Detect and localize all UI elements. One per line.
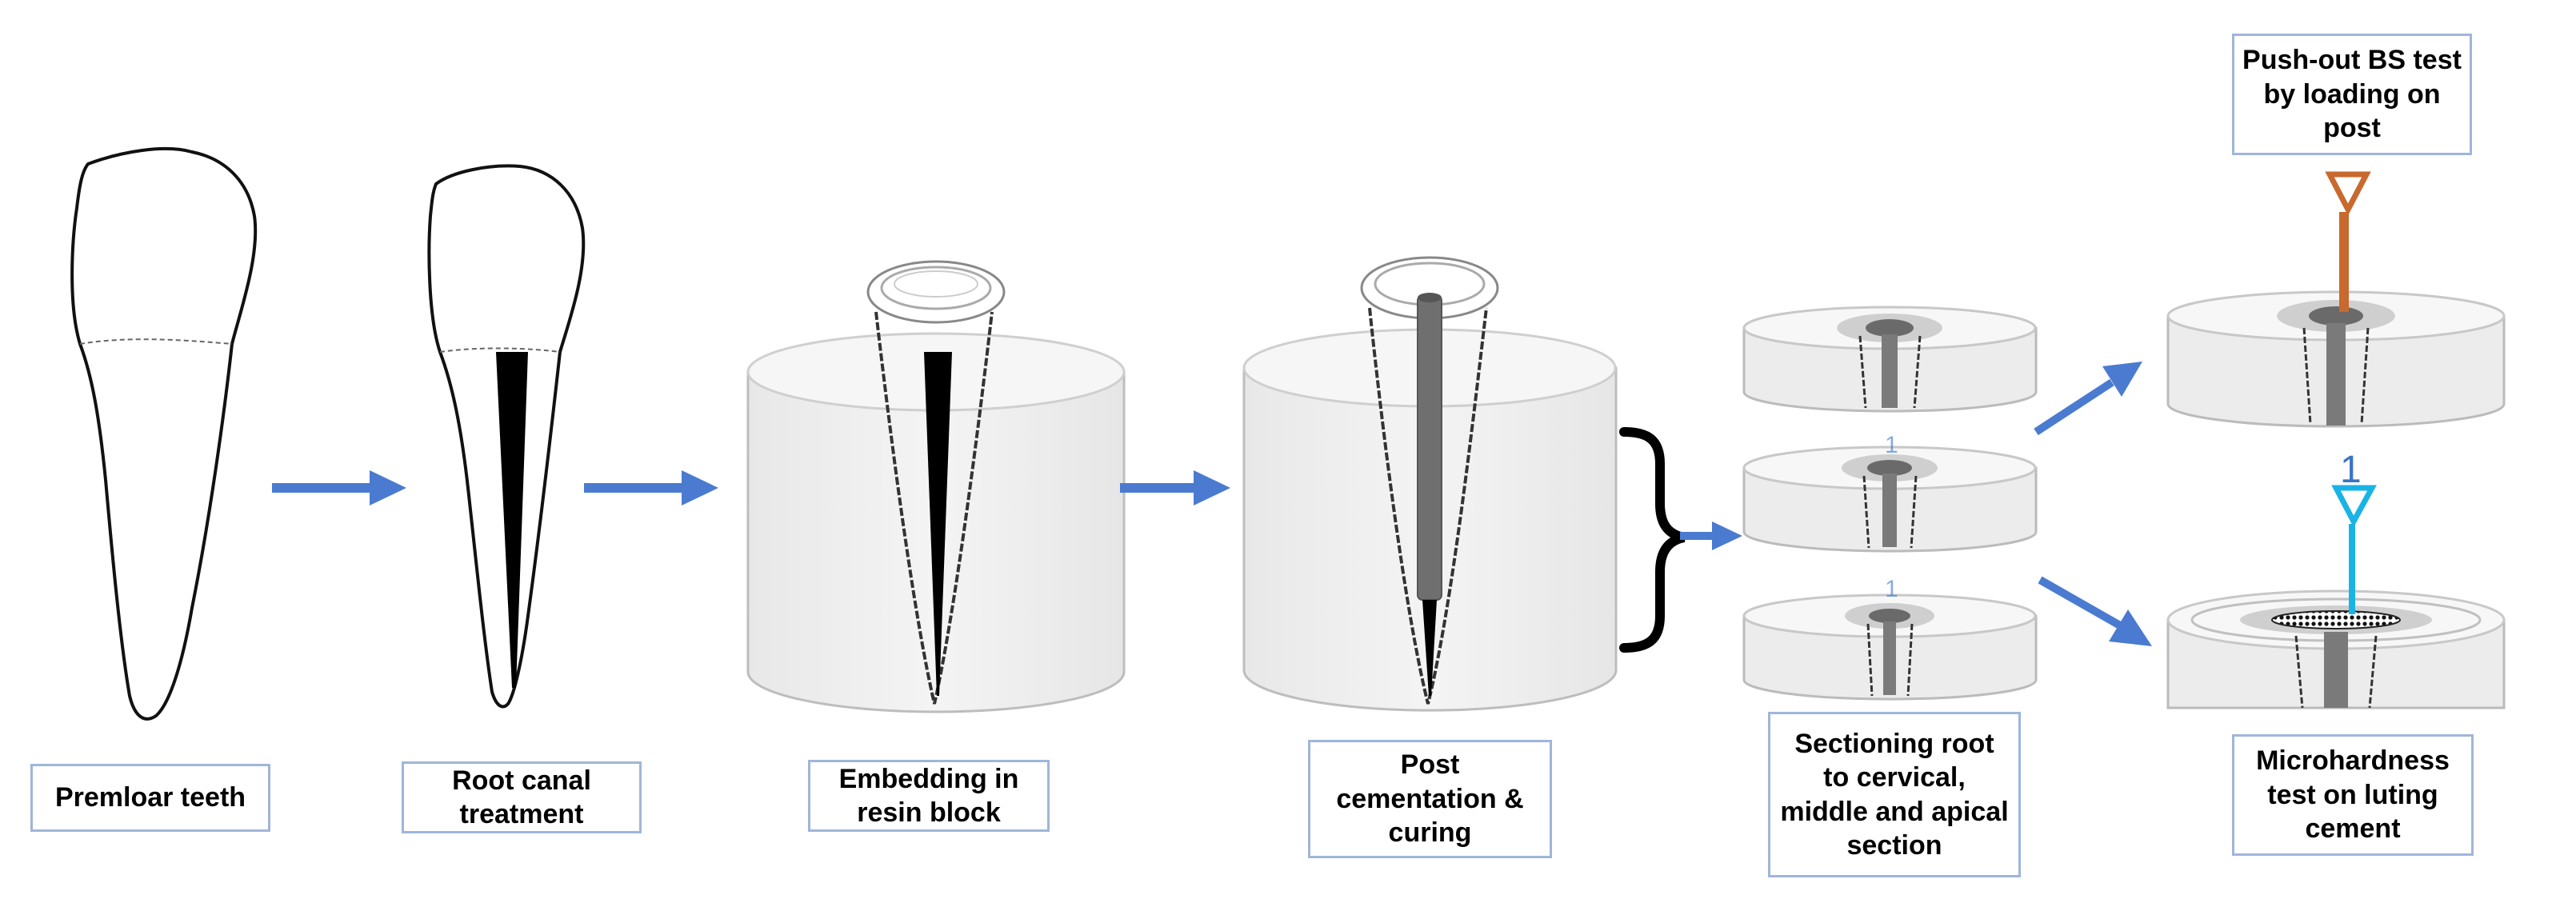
label-microhardness-test: Microhardness test on luting cement	[2232, 734, 2474, 856]
arrow-right-icon	[1120, 470, 1230, 505]
section-disc-middle-icon	[1742, 446, 2038, 553]
root-canal-tooth-icon	[427, 164, 586, 709]
post-cemented-block-icon	[1242, 256, 1618, 712]
arrow-right-icon	[1680, 521, 1742, 550]
arrow-down-right-icon	[2038, 576, 2152, 646]
resin-block-icon	[746, 260, 1126, 713]
indenter-marker-faint: 1	[1885, 576, 1898, 602]
indenter-marker: 1	[2340, 449, 2362, 491]
premolar-tooth-icon	[70, 147, 258, 721]
push-out-disc-icon	[2166, 290, 2506, 428]
arrow-up-right-icon	[2034, 362, 2142, 436]
push-out-indenter-icon	[2325, 171, 2371, 312]
label-sectioning-root: Sectioning root to cervical, middle and …	[1768, 712, 2021, 877]
arrow-right-icon	[584, 470, 718, 505]
arrow-right-icon	[272, 470, 406, 505]
brace-icon	[1619, 427, 1686, 653]
label-post-cementation-curing: Post cementation & curing	[1308, 740, 1552, 858]
label-premolar-teeth: Premloar teeth	[30, 764, 270, 832]
section-disc-cervical-icon	[1742, 306, 2038, 413]
micro-indenter-icon	[2331, 485, 2377, 614]
label-push-out-test: Push-out BS test by loading on post	[2232, 34, 2472, 155]
indenter-marker-faint: 1	[1885, 432, 1898, 458]
section-disc-apical-icon	[1742, 593, 2038, 701]
microhardness-disc-icon	[2166, 589, 2506, 709]
label-embedding-resin-block: Embedding in resin block	[808, 760, 1050, 832]
label-root-canal-treatment: Root canal treatment	[402, 761, 642, 833]
